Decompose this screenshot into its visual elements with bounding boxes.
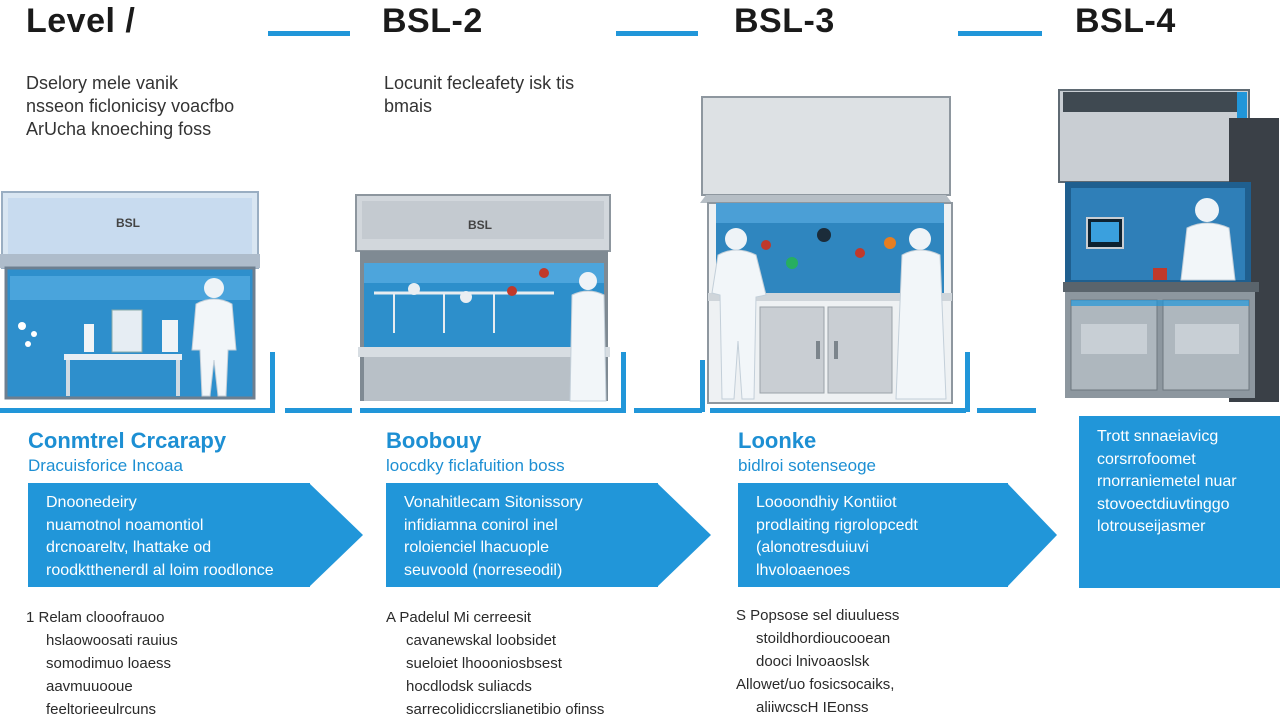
level-2-arrow-callout: Vonahitlecam Sitonissory infidiamna coni… <box>386 483 658 587</box>
description-line: nsseon ficlonicisy voacfbo <box>26 96 235 116</box>
callout-line: roloienciel lhacuople <box>404 539 549 556</box>
description-line: bmais <box>384 96 433 116</box>
level-1-column: Level / Dselory mele vanik nsseon ficlon… <box>0 0 363 720</box>
level-2-section-subheading: loocdky ficlafuition boss <box>386 456 565 475</box>
timeline-baseline <box>1028 408 1033 413</box>
level-3-section-heading: Loonke <box>738 428 817 453</box>
timeline-baseline <box>977 408 1033 413</box>
timeline-baseline <box>1030 408 1036 413</box>
callout-line: rnorraniemetel nuar <box>1097 473 1237 490</box>
callout-line: prodlaiting rigrolopcedt <box>756 516 918 534</box>
level-2-section-heading: Boobouy <box>386 428 482 453</box>
arrow-head <box>1007 483 1057 587</box>
level-2-column: BSL-2 Locunit fecleafety isk tis bmais <box>352 0 711 720</box>
timeline-tick <box>621 352 626 412</box>
callout-line: Loooondhiy Kontiiot <box>756 494 897 511</box>
title-rule <box>268 31 350 36</box>
level-3-section-subheading: bidlroi sotenseoge <box>738 456 876 475</box>
list-item: aavmuuooue <box>46 678 133 695</box>
level-4-title: BSL-4 <box>1075 2 1176 40</box>
title-rule <box>958 31 1042 36</box>
level-3-title: BSL-3 <box>734 2 835 40</box>
list-item: feeltorieeulrcuns <box>46 701 157 718</box>
description-line: Dselory mele vanik <box>26 73 179 93</box>
bsl2-lab-illustration <box>354 193 614 408</box>
callout-line: Vonahitlecam Sitonissory <box>404 494 583 511</box>
list-item: stoildhordioucooean <box>756 630 891 647</box>
level-1-description: Dselory mele vanik nsseon ficlonicisy vo… <box>26 72 234 141</box>
level-4-callout-box: Trott snnaeiavicg corsrrofoomet rnorrani… <box>1079 416 1280 588</box>
list-item: sueloiet lhoooniosbsest <box>406 655 562 672</box>
callout-line: Dnoonedeiry <box>46 494 137 511</box>
level-1-title: Level / <box>26 2 136 40</box>
level-1-section-subheading: Dracuisforice Incoaa <box>28 456 183 475</box>
callout-line: stovoectdiuvtinggo <box>1097 495 1230 513</box>
list-item: hocdlodsk suliacds <box>406 678 532 695</box>
bsl4-lab-illustration <box>1057 88 1279 402</box>
callout-line: seuvoold (norreseodil) <box>404 561 563 579</box>
arrow-head <box>309 483 363 587</box>
callout-line: lotrouseijasmer <box>1097 518 1206 535</box>
timeline-baseline <box>710 408 966 413</box>
callout-line: (alonotresduiuvi <box>756 539 869 556</box>
level-3-column: BSL-3 Loonk <box>636 0 1057 720</box>
level-1-section-heading: Conmtrel Crcarapy <box>28 428 227 453</box>
timeline-baseline <box>636 408 700 413</box>
title-rule <box>616 31 698 36</box>
level-3-list: S Popsose sel diuuluess stoildhordioucoo… <box>736 604 899 719</box>
timeline-tick <box>270 352 275 412</box>
timeline-baseline <box>285 408 352 413</box>
list-item: 1 Relam clooofrauoo <box>26 609 165 626</box>
level-2-list: A Padelul Mi cerreesit cavanewskal loobs… <box>386 606 604 720</box>
level-1-arrow-callout: Dnoonedeiry nuamotnol noamontiol drcnoar… <box>28 483 310 587</box>
cabinet-label: BSL <box>468 218 492 232</box>
callout-line: nuamotnol noamontiol <box>46 516 204 534</box>
bsl1-lab-illustration <box>0 190 260 405</box>
timeline-tick <box>700 360 705 412</box>
level-4-column: BSL-4 Trott snnaeiavicg corsrrofoomet <box>977 0 1280 720</box>
callout-line: drcnoareltv, lhattake od <box>46 539 212 556</box>
description-line: ArUcha knoeching foss <box>26 119 212 139</box>
level-1-list: 1 Relam clooofrauoo hslaowoosati rauius … <box>26 606 178 720</box>
list-item: sarrecolidiccrslianetibio ofinss <box>406 701 605 718</box>
list-item: Allowet/uo fosicsocaiks, <box>736 676 895 693</box>
list-item: cavanewskal loobsidet <box>406 632 557 649</box>
list-item: hslaowoosati rauius <box>46 632 178 649</box>
callout-line: corsrrofoomet <box>1097 450 1196 468</box>
timeline-baseline <box>0 408 275 413</box>
level-2-description: Locunit fecleafety isk tis bmais <box>384 72 574 118</box>
timeline-baseline <box>360 408 626 413</box>
list-item: dooci lnivoaoslsk <box>756 653 870 670</box>
level-2-title: BSL-2 <box>382 2 483 40</box>
timeline-tick <box>965 352 970 412</box>
bsl3-lab-illustration <box>700 95 960 405</box>
callout-line: infidiamna conirol inel <box>404 516 558 534</box>
description-line: Locunit fecleafety isk tis <box>384 73 575 93</box>
callout-line: lhvoloaenoes <box>756 561 851 579</box>
list-item: somodimuo loaess <box>46 655 172 672</box>
list-item: S Popsose sel diuuluess <box>736 607 900 624</box>
level-3-arrow-callout: Loooondhiy Kontiiot prodlaiting rigrolop… <box>738 483 1008 587</box>
cabinet-label: BSL <box>116 216 140 230</box>
arrow-head <box>657 483 711 587</box>
callout-line: roodktthenerdl al loim roodlonce <box>46 561 274 579</box>
list-item: A Padelul Mi cerreesit <box>386 609 532 626</box>
list-item: aliiwcscH IEonss <box>756 699 869 716</box>
callout-line: Trott snnaeiavicg <box>1097 428 1219 445</box>
